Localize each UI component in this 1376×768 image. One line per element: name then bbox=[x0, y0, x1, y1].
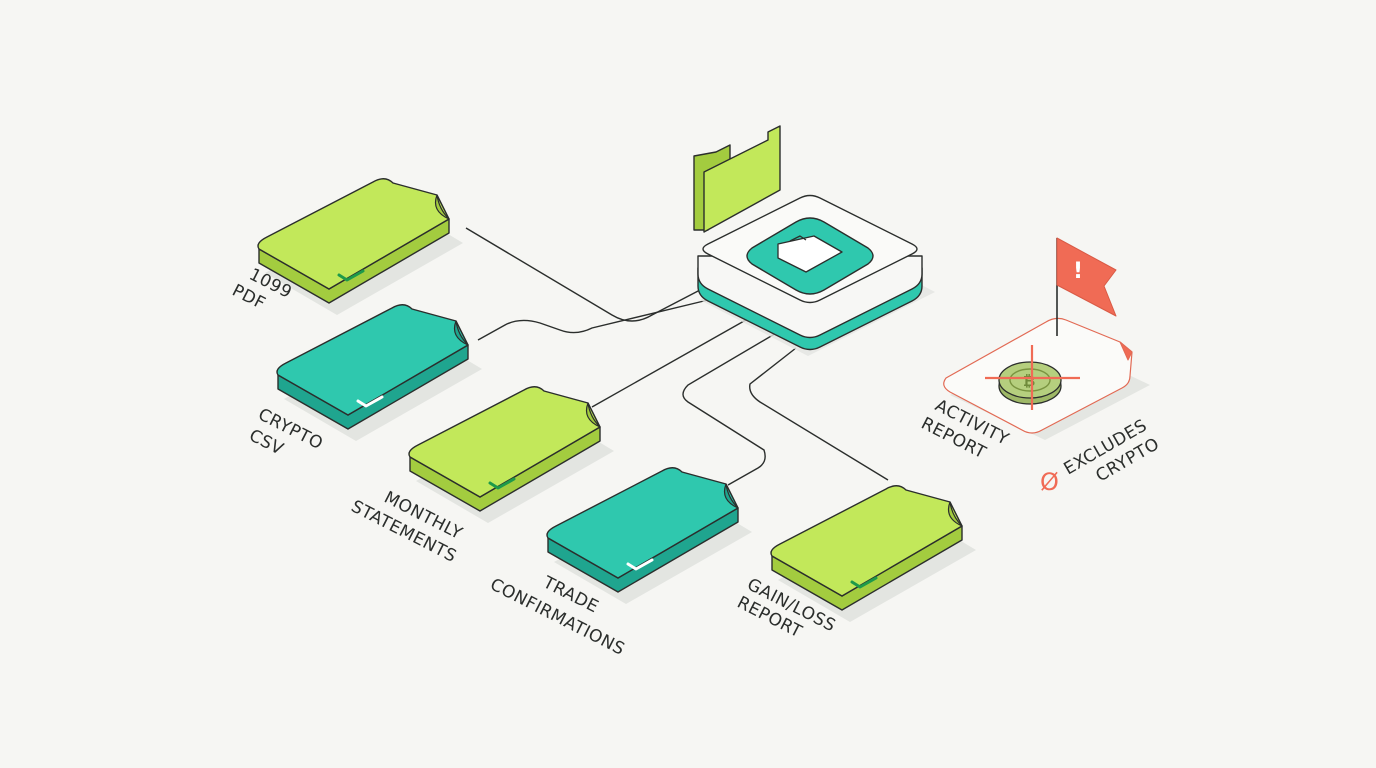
folder-icon-top bbox=[693, 125, 781, 233]
checkmark-icon bbox=[850, 576, 878, 589]
connector-monthly bbox=[591, 311, 761, 408]
bitcoin-coin-icon: ₿ bbox=[998, 361, 1062, 405]
activity-report-card: ! ₿ bbox=[943, 237, 1150, 440]
document-card-gainloss bbox=[770, 485, 976, 622]
document-cards bbox=[257, 178, 976, 622]
checkmark-icon bbox=[356, 395, 384, 408]
connector-gainloss bbox=[749, 347, 889, 481]
svg-text:₿: ₿ bbox=[1023, 372, 1035, 390]
connector-trade bbox=[682, 331, 779, 486]
document-card-monthly bbox=[408, 386, 614, 523]
exclusion-symbol-icon: Ø bbox=[1040, 468, 1059, 496]
document-card-trade bbox=[546, 467, 752, 604]
document-card-crypto bbox=[276, 304, 482, 441]
checkmark-icon bbox=[488, 477, 516, 490]
folder-icon bbox=[777, 235, 843, 273]
checkmark-icon bbox=[337, 269, 365, 282]
connectors bbox=[465, 227, 889, 486]
central-hub bbox=[697, 194, 935, 356]
warning-flag bbox=[1056, 237, 1117, 317]
document-card-1099 bbox=[257, 178, 463, 315]
exclamation-icon: ! bbox=[1073, 259, 1083, 284]
connector-crypto bbox=[477, 299, 709, 341]
crosshair-strike-icon bbox=[985, 345, 1080, 410]
checkmark-icon bbox=[626, 558, 654, 571]
connector-1099 bbox=[465, 227, 701, 322]
